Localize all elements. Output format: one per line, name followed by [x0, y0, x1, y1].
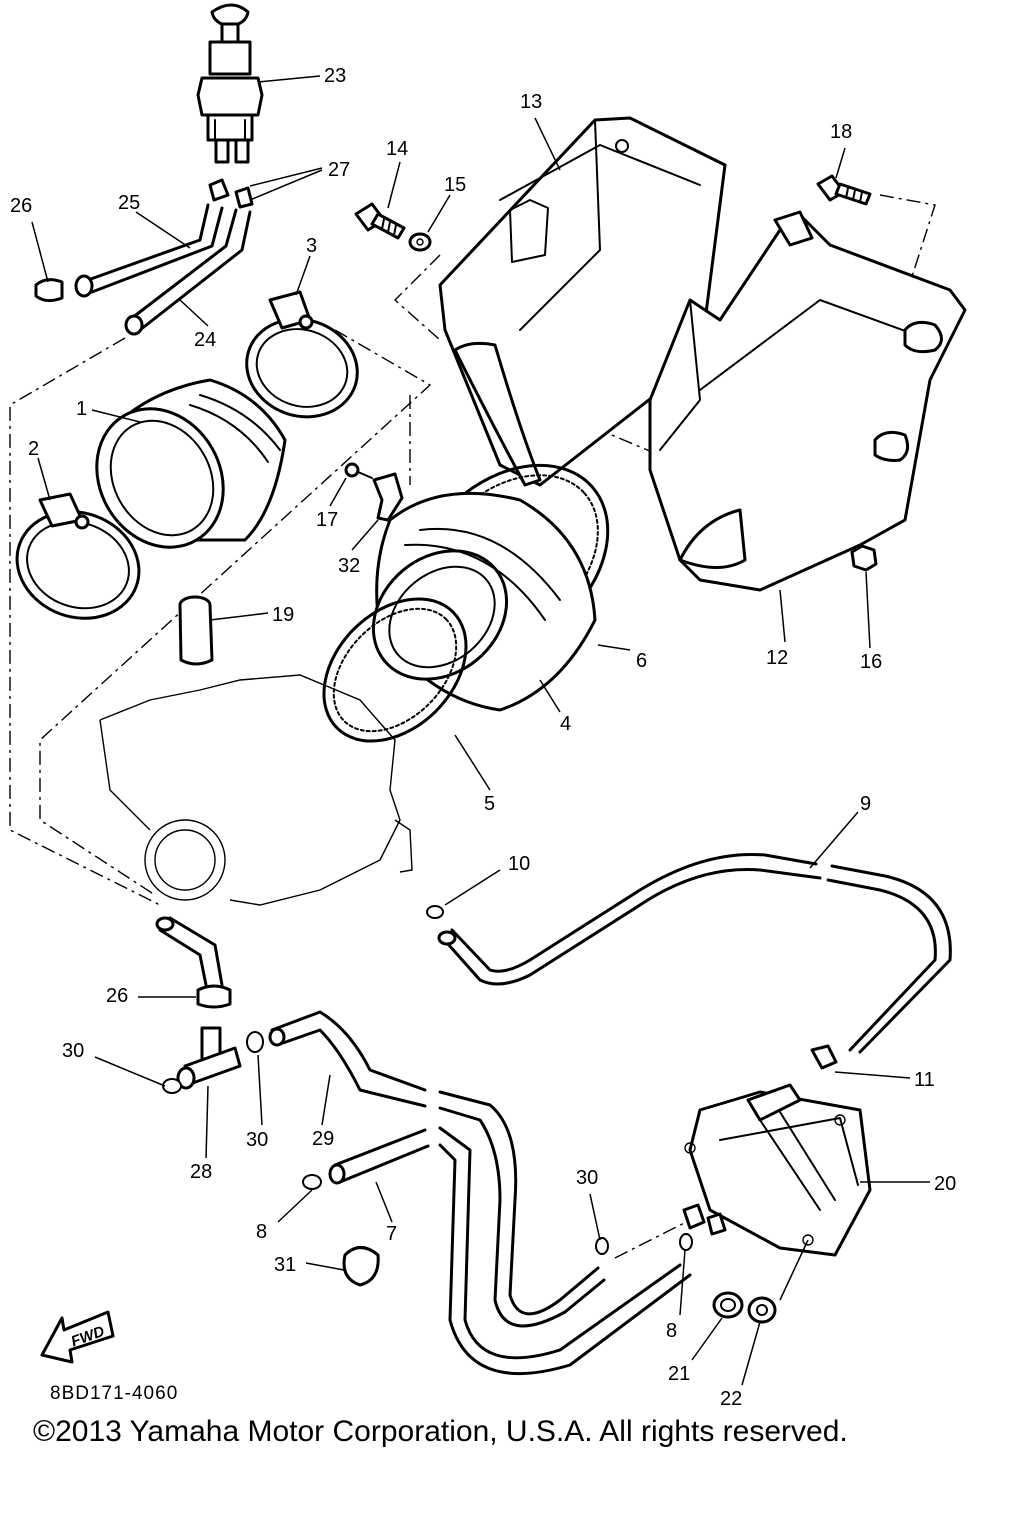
holder-32: [372, 472, 404, 522]
callout-8-left: 8: [256, 1221, 267, 1243]
clip-30-right: [595, 1237, 609, 1255]
cap-19: [178, 595, 214, 666]
callout-19: 19: [272, 604, 294, 626]
air-cleaner-joint-4: [371, 491, 597, 712]
hose-29: [268, 1010, 427, 1108]
damper-21: [712, 1291, 744, 1319]
callout-30-right: 30: [576, 1167, 598, 1189]
callout-22: 22: [720, 1388, 742, 1410]
callout-10: 10: [508, 853, 530, 875]
callout-labels: 1 2 3 4 5 6 7 8 8 9 10 11 12 13 14 15 16…: [10, 65, 956, 1410]
callout-7: 7: [386, 1223, 397, 1245]
callout-3: 3: [306, 235, 317, 257]
clip-8-left: [302, 1174, 322, 1190]
collar-22: [747, 1296, 777, 1324]
screw-17: [344, 462, 373, 479]
callout-26-lower: 26: [106, 985, 128, 1007]
hose-9: [437, 852, 952, 1054]
callout-1: 1: [76, 398, 87, 420]
callout-31: 31: [274, 1254, 296, 1276]
callout-4: 4: [560, 713, 571, 735]
callout-28: 28: [190, 1161, 212, 1183]
washer-15: [408, 232, 432, 252]
hose-7: [328, 1128, 430, 1185]
callout-2: 2: [28, 438, 39, 460]
callout-23: 23: [324, 65, 346, 87]
callout-5: 5: [484, 793, 495, 815]
callout-30-left: 30: [62, 1040, 84, 1062]
breather-hoses: [34, 178, 254, 336]
callout-8-right: 8: [666, 1320, 677, 1342]
callout-29: 29: [312, 1128, 334, 1150]
callout-26-upper: 26: [10, 195, 32, 217]
nut-16: [850, 544, 878, 572]
clip-10: [426, 905, 444, 919]
clip-8-right: [679, 1233, 693, 1251]
callout-9: 9: [860, 793, 871, 815]
clip-11: [810, 1044, 838, 1070]
intake-clamp-3: [245, 290, 359, 419]
clip-30-left: [162, 1078, 182, 1094]
callout-32: 32: [338, 555, 360, 577]
air-box-case-12: [648, 210, 967, 592]
joint-28: [176, 1026, 242, 1090]
callout-20: 20: [934, 1173, 956, 1195]
callout-24: 24: [194, 329, 216, 351]
callout-18: 18: [830, 121, 852, 143]
carburetor-joint-1: [95, 378, 287, 549]
fuel-pump-20: [682, 1083, 872, 1257]
callout-15: 15: [444, 174, 466, 196]
callout-30-mid: 30: [246, 1129, 268, 1151]
callout-14: 14: [386, 138, 408, 160]
bolt-18: [816, 174, 872, 206]
callout-16: 16: [860, 651, 882, 673]
breather-valve-23: [196, 3, 264, 164]
callout-21: 21: [668, 1363, 690, 1385]
hose-lower-left: [155, 916, 224, 987]
callout-12: 12: [766, 647, 788, 669]
engine-outline: [99, 674, 413, 906]
callout-6: 6: [636, 650, 647, 672]
bolt-14: [354, 202, 406, 240]
leader-lines: [31, 75, 930, 1386]
catalog-number: 8BD171-4060: [50, 1383, 179, 1404]
band-5: [322, 597, 468, 743]
clip-30-mid: [246, 1031, 264, 1053]
copyright-notice: ©2013 Yamaha Motor Corporation, U.S.A. A…: [33, 1415, 848, 1448]
callout-25: 25: [118, 192, 140, 214]
intake-clamp-2: [15, 492, 141, 620]
clip-31: [342, 1246, 380, 1287]
clip-26-lower: [196, 984, 232, 1009]
hose-u-shape: [438, 1090, 692, 1376]
callout-17: 17: [316, 509, 338, 531]
forward-arrow-icon: FWD: [40, 1310, 115, 1364]
callout-13: 13: [520, 91, 542, 113]
callout-27: 27: [328, 159, 350, 181]
callout-11: 11: [914, 1069, 935, 1091]
